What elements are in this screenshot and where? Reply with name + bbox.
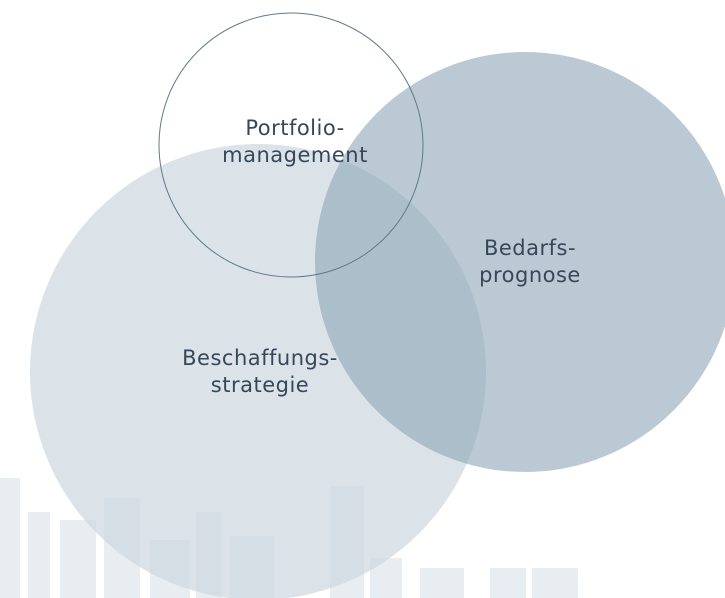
skyline-bar <box>532 568 578 598</box>
label-line: Bedarfs- <box>483 236 577 260</box>
label-portfoliomanagement: Portfolio- management <box>190 115 400 169</box>
skyline-bar <box>60 520 96 598</box>
label-bedarfsprognose: Bedarfs- prognose <box>440 235 620 289</box>
circle-bedarfsprognose <box>315 52 725 472</box>
skyline-bar <box>0 478 20 598</box>
label-line: Beschaffungs- <box>182 346 338 370</box>
skyline-bar <box>490 568 526 598</box>
label-line: management <box>222 143 368 167</box>
skyline-bar <box>420 568 464 598</box>
label-line: Portfolio- <box>245 116 345 140</box>
label-line: strategie <box>210 373 310 397</box>
circle-portfoliomanagement <box>158 12 424 278</box>
skyline-bar <box>28 512 50 598</box>
label-beschaffungsstrategie: Beschaffungs- strategie <box>140 345 380 399</box>
label-line: prognose <box>479 263 581 287</box>
